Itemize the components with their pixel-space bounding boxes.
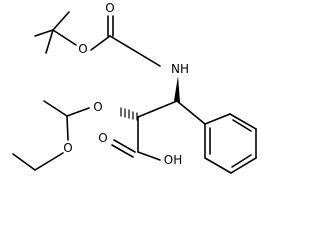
atom-acid-o: O <box>98 131 107 145</box>
bond-ester-o-carbonyl-c <box>90 35 111 51</box>
atom-acid-oh: OH <box>164 153 182 167</box>
bond-tbu-methyl-top <box>52 11 70 31</box>
ring-inner-bond-a <box>232 119 252 132</box>
phenyl-ring <box>204 113 257 174</box>
bond-carboxyl-oh <box>137 151 161 161</box>
bond-ch2-ch3 <box>12 153 36 171</box>
bond-carboxyl-double-b <box>111 144 134 158</box>
bond-carboxyl-double-a <box>113 139 136 153</box>
atom-carbonyl-o: O <box>105 1 114 15</box>
molecule-diagram: O O NH O O O OH <box>12 1 257 174</box>
ring-inner-bond-b <box>231 154 252 168</box>
bond-c3-phenyl <box>176 100 206 125</box>
ethoxyethyl-group <box>12 100 90 171</box>
bond-ch-methyl <box>43 100 68 117</box>
boc-group <box>34 11 161 67</box>
atom-labels: O O NH O O O OH <box>63 1 189 167</box>
bond-tbu-ester-o <box>52 29 77 46</box>
bond-c3-c2 <box>137 100 178 118</box>
atom-ethoxy-o: O <box>63 141 72 155</box>
atom-ester-o: O <box>78 42 87 56</box>
bond-ch-ethoxy-o <box>66 115 69 141</box>
structure-canvas: O O NH O O O OH <box>12 1 257 174</box>
bond-ether-o-ch <box>66 107 90 117</box>
bond-carbonyl-c-nh <box>109 35 161 67</box>
ring-bond-5 <box>204 157 232 174</box>
atom-ether-o: O <box>93 100 102 114</box>
bond-tbu-methyl-left <box>34 29 54 37</box>
wedge-bond-c3-nh <box>174 76 180 102</box>
backbone <box>111 76 206 161</box>
ring-bond-2 <box>229 113 257 130</box>
ring-bond-1 <box>204 113 231 125</box>
ring-bond-4 <box>230 157 257 174</box>
atom-nh: NH <box>171 62 189 76</box>
bond-ethoxy-o-ch2 <box>34 152 64 171</box>
bond-tbu-methyl-bottom <box>45 29 54 54</box>
hashed-bond-c2-o <box>120 107 138 121</box>
